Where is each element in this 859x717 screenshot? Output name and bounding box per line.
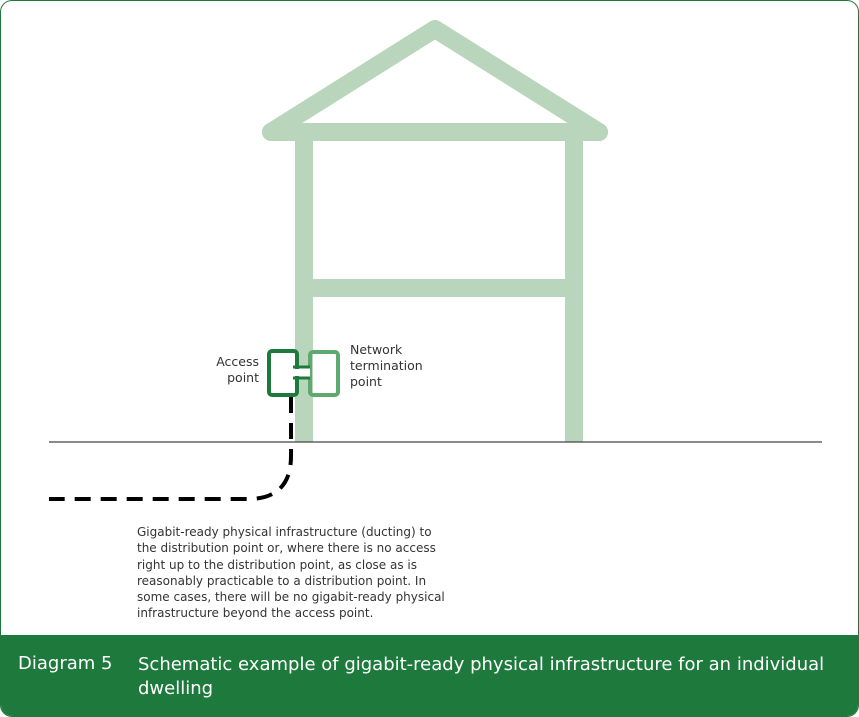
house-roof [262,20,608,141]
caption-bar: Diagram 5 Schematic example of gigabit-r… [1,635,858,716]
access-point-box [267,349,299,397]
diagram-canvas [49,20,822,501]
network-termination-point-box [308,350,340,397]
ducting-path [49,397,293,501]
network-termination-point-label: Network termination point [350,342,423,389]
ducting-description: Gigabit-ready physical infrastructure (d… [137,525,445,621]
caption-title: Schematic example of gigabit-ready physi… [138,654,825,699]
caption-number: Diagram 5 [18,653,113,674]
house-outline [262,20,608,442]
access-point-label: Access point [216,354,259,385]
connector [293,367,310,378]
access-point-gap [295,369,300,376]
